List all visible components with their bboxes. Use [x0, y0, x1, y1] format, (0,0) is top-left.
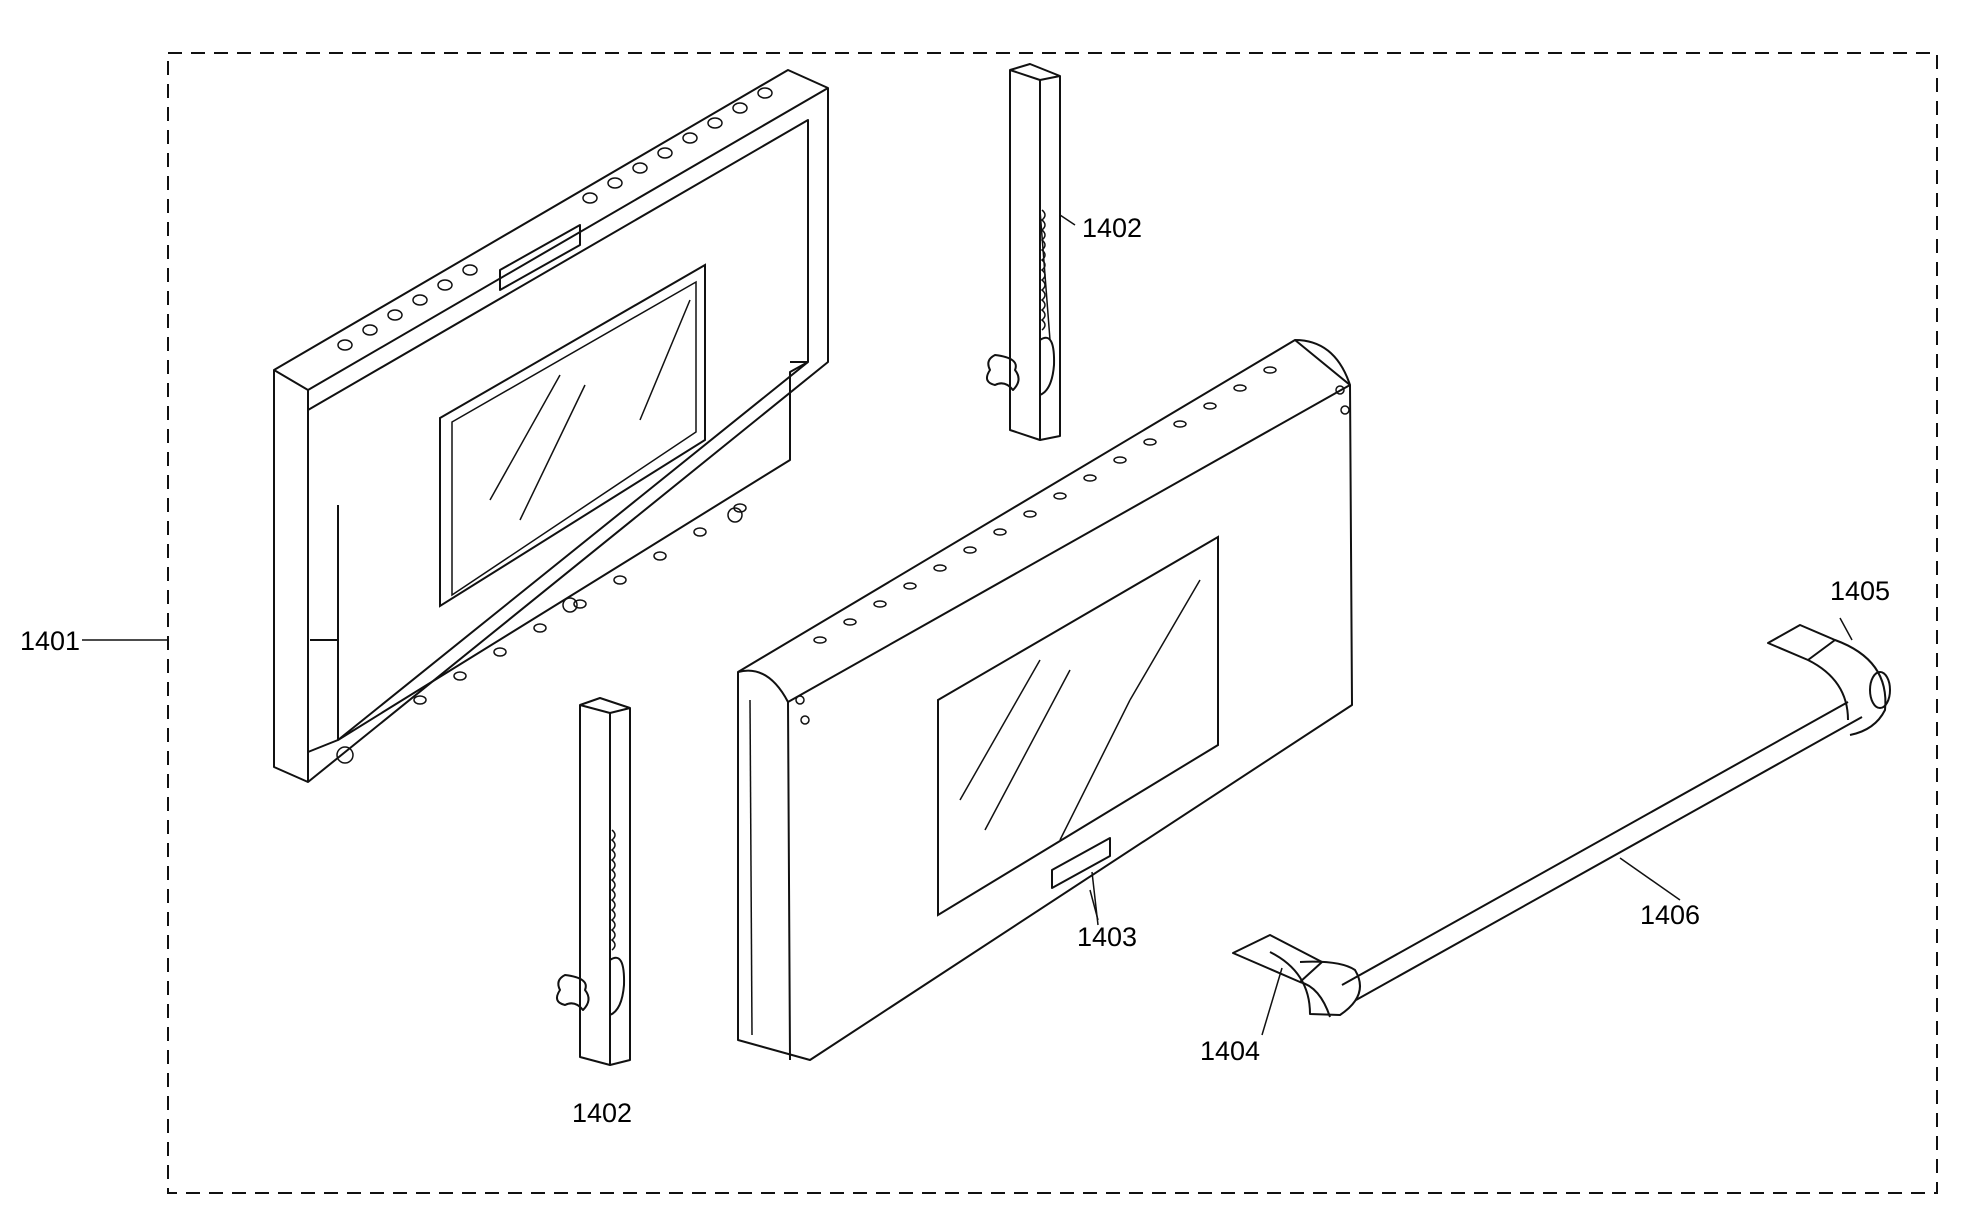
- assembly-boundary: [167, 52, 1938, 1194]
- outer-door-window: [937, 535, 1219, 917]
- handle-mount-right: [1767, 624, 1891, 736]
- leader-1403: [1091, 871, 1099, 926]
- label-1402-top: 1402: [1082, 213, 1142, 243]
- hinge-bottom: [555, 697, 631, 1066]
- door-handle: [1232, 624, 1891, 1018]
- leader-1402-top: [1059, 214, 1076, 226]
- inner-door-frame: [273, 69, 829, 783]
- hinge-top: [985, 63, 1061, 441]
- label-1401: 1401: [20, 626, 80, 656]
- outer-door-panel: [737, 339, 1353, 1061]
- brand-badge: [1051, 837, 1111, 889]
- label-1405: 1405: [1830, 576, 1890, 606]
- inner-door-window: [439, 263, 706, 608]
- leader-1405: [1839, 617, 1853, 641]
- label-1402-bottom: 1402: [572, 1098, 632, 1128]
- label-1403: 1403: [1077, 922, 1137, 952]
- label-1406: 1406: [1640, 900, 1700, 930]
- leader-1406: [1619, 857, 1681, 901]
- label-1404: 1404: [1200, 1036, 1260, 1066]
- handle-mount-left: [1232, 934, 1361, 1018]
- leader-1404: [1261, 967, 1283, 1036]
